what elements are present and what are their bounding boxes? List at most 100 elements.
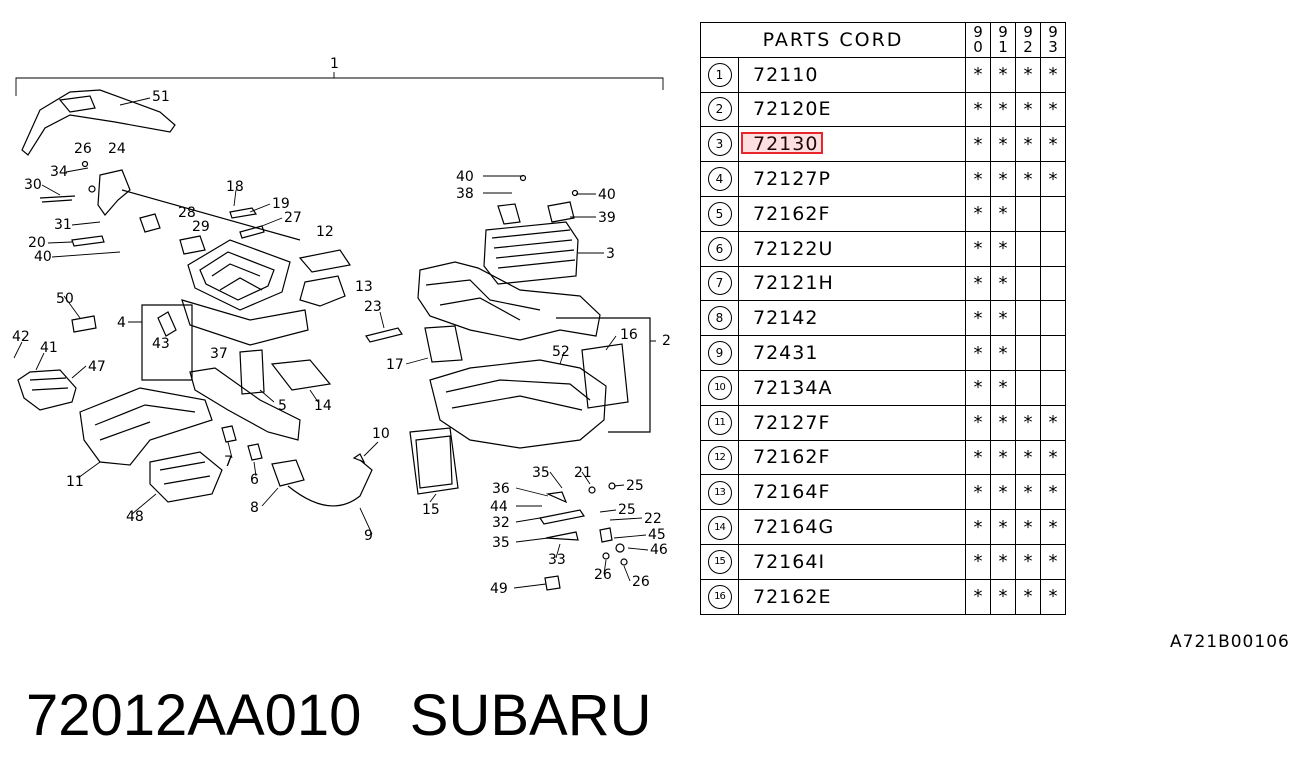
year-mark-cell: * <box>990 265 1016 302</box>
year-mark-cell: * <box>1015 439 1041 476</box>
footer-caption: 72012AA010 SUBARU <box>26 682 652 749</box>
part-code-cell: 72162F <box>738 195 966 232</box>
callout-24: 24 <box>108 141 126 157</box>
circled-number: 1 <box>707 62 732 87</box>
circled-number: 2 <box>707 97 732 122</box>
year-mark-cell <box>1040 265 1066 302</box>
part-code-cell: 72142 <box>738 300 966 337</box>
panel-parts <box>298 249 352 307</box>
year-mark-cell: * <box>965 543 991 580</box>
part-code-cell: 72162E <box>738 578 966 615</box>
year-mark-cell: * <box>1040 161 1066 197</box>
assembly-bracket <box>15 72 664 96</box>
year-mark-cell: * <box>1015 56 1041 93</box>
year-mark-cell: * <box>990 56 1016 93</box>
highlight-box <box>741 132 823 155</box>
callout-25: 25 <box>626 478 644 494</box>
year-mark-cell: * <box>1040 56 1066 93</box>
brand-name: SUBARU <box>409 683 652 748</box>
row-number-cell: 1 <box>700 56 739 93</box>
part-code: 72134A <box>753 376 833 399</box>
year-mark-cell: * <box>1040 509 1066 545</box>
circled-number: 8 <box>707 306 732 331</box>
callout-36: 36 <box>492 481 510 497</box>
circled-number: 10 <box>707 376 732 401</box>
year-mark-cell <box>1015 230 1041 267</box>
callout-23: 23 <box>364 299 382 315</box>
year-mark-cell <box>1040 335 1066 371</box>
year-mark-cell: * <box>990 161 1016 197</box>
row-number-cell: 4 <box>700 161 739 197</box>
part-code-cell: 72164G <box>738 509 966 545</box>
parts-cord-header: PARTS CORD <box>700 22 966 58</box>
part-code-cell: 72164F <box>738 474 966 511</box>
callout-34: 34 <box>50 164 68 180</box>
callout-46: 46 <box>650 542 668 558</box>
circled-number: 16 <box>707 585 732 610</box>
circled-number: 14 <box>707 515 732 540</box>
part-code: 72162E <box>753 585 832 608</box>
year-mark-cell: * <box>965 439 991 476</box>
callout-26c: 26 <box>632 574 650 590</box>
heater-core <box>483 174 579 285</box>
callout-7: 7 <box>224 454 233 470</box>
callout-28: 28 <box>178 205 196 221</box>
year-mark-cell: * <box>1015 543 1041 580</box>
small-parts-right <box>539 482 628 591</box>
part-code: 72122U <box>753 237 834 260</box>
row-number-cell: 10 <box>700 369 739 406</box>
callout-16: 16 <box>620 327 638 343</box>
year-mark-cell <box>1040 230 1066 267</box>
part-code: 72431 <box>753 342 819 365</box>
year-mark-cell: * <box>1040 578 1066 615</box>
center-small-parts <box>189 349 373 507</box>
part-code: 72127P <box>753 168 831 191</box>
heater-core-parts <box>352 325 463 495</box>
year-mark-cell: * <box>1040 126 1066 163</box>
callout-52: 52 <box>552 344 570 360</box>
part-code: 72127F <box>753 411 831 434</box>
year-mark-cell: * <box>965 300 991 337</box>
row-number-cell: 6 <box>700 230 739 267</box>
callout-41: 41 <box>40 340 58 356</box>
year-digit: 3 <box>1048 37 1058 56</box>
year-digit: 9 <box>1023 22 1033 41</box>
part-number: 72012AA010 <box>26 683 362 748</box>
callout-49: 49 <box>490 581 508 597</box>
callout-18: 18 <box>226 179 244 195</box>
callout-2: 2 <box>662 333 671 349</box>
part-code-cell: 72162F <box>738 439 966 476</box>
callout-26: 26 <box>74 141 92 157</box>
circled-number: 13 <box>707 480 732 505</box>
callout-48: 48 <box>126 509 144 525</box>
duct-part <box>21 89 176 156</box>
callout-37: 37 <box>210 346 228 362</box>
callout-15: 15 <box>422 502 440 518</box>
year-mark-cell: * <box>1040 91 1066 128</box>
part-code: 72120E <box>753 98 832 121</box>
year-mark-cell <box>1015 335 1041 371</box>
year-mark-cell: * <box>990 509 1016 545</box>
callout-27: 27 <box>284 210 302 226</box>
part-code: 72110 <box>753 63 819 86</box>
part-code-cell: 72110 <box>738 56 966 93</box>
